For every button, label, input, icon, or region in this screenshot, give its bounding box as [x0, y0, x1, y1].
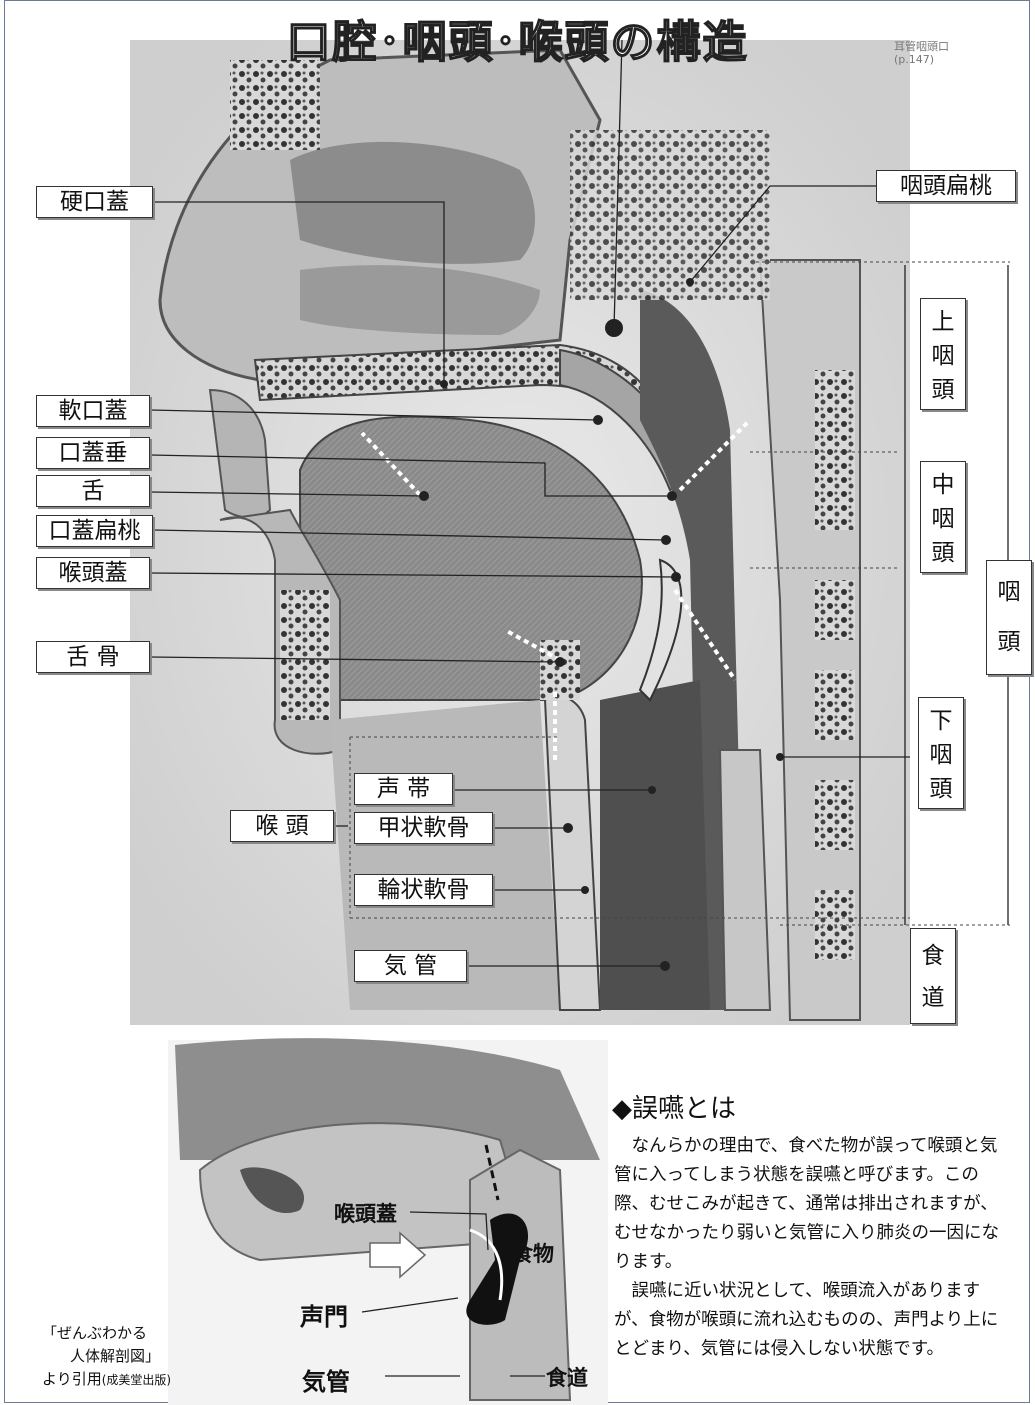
page-title: 口腔･咽頭･喉頭の構造 [0, 6, 1035, 70]
vertebra-1 [815, 370, 855, 530]
inset-label-esophagus: 食道 [546, 1362, 588, 1392]
mandible-bone [280, 590, 330, 720]
citation-line3: より引用(成美堂出版) [42, 1368, 171, 1392]
label-upper-pharynx: 上 咽 頭 [920, 298, 966, 410]
citation: 「ぜんぶわかる 人体解剖図」 より引用(成美堂出版) [42, 1322, 171, 1392]
label-pharynx: 咽 頭 [986, 560, 1032, 675]
vertebra-4 [815, 780, 855, 850]
label-palatine-tonsil: 口蓋扁桃 [36, 515, 153, 547]
citation-line1: 「ぜんぶわかる [42, 1322, 171, 1345]
label-vocal-cord: 声 帯 [354, 773, 453, 805]
label-mid-pharynx: 中 咽 頭 [920, 461, 966, 573]
top-note-line1: 耳管咽頭口 [894, 40, 949, 53]
aspiration-paragraph-2: 誤嚥に近い状況として、喉頭流入がありますが、食物が喉頭に流れ込むものの、声門より… [614, 1277, 1010, 1364]
inset-label-trachea: 気管 [302, 1362, 350, 1397]
top-note: 耳管咽頭口 (p.147) [894, 40, 949, 66]
label-hard-palate: 硬口蓋 [36, 186, 153, 218]
label-uvula: 口蓋垂 [36, 437, 150, 469]
label-hyoid: 舌 骨 [36, 641, 150, 673]
label-epiglottis: 喉頭蓋 [36, 557, 150, 589]
label-larynx: 喉 頭 [230, 810, 334, 842]
inset-label-glottis: 声門 [300, 1297, 348, 1332]
aspiration-heading: ◆誤嚥とは [612, 1088, 736, 1125]
vertebra-3 [815, 670, 855, 740]
label-cricoid-cartilage: 輪状軟骨 [354, 874, 493, 906]
label-soft-palate: 軟口蓋 [36, 395, 150, 427]
citation-line2: 人体解剖図」 [42, 1345, 171, 1368]
label-thyroid-cartilage: 甲状軟骨 [354, 812, 493, 844]
frontal-bone [230, 60, 320, 150]
inset-label-food: 食物 [512, 1238, 554, 1268]
esophagus-shape [720, 750, 770, 1010]
label-tongue: 舌 [36, 475, 150, 507]
trachea-shape [600, 680, 710, 1010]
inset-label-epiglottis: 喉頭蓋 [334, 1198, 397, 1228]
hyoid-bone [540, 640, 580, 700]
label-trachea: 気 管 [354, 950, 467, 982]
top-note-line2: (p.147) [894, 53, 949, 66]
aspiration-paragraph-1: なんらかの理由で、食べた物が誤って喉頭と気管に入ってしまう状態を誤嚥と呼びます。… [614, 1132, 1010, 1277]
label-esophagus: 食 道 [910, 928, 956, 1024]
label-pharyngeal-tonsil: 咽頭扁桃 [876, 170, 1016, 202]
aspiration-body: なんらかの理由で、食べた物が誤って喉頭と気管に入ってしまう状態を誤嚥と呼びます。… [614, 1132, 1010, 1364]
label-lower-pharynx: 下 咽 頭 [918, 697, 964, 809]
sphenoid-bone [570, 130, 770, 300]
vertebra-2 [815, 580, 855, 640]
